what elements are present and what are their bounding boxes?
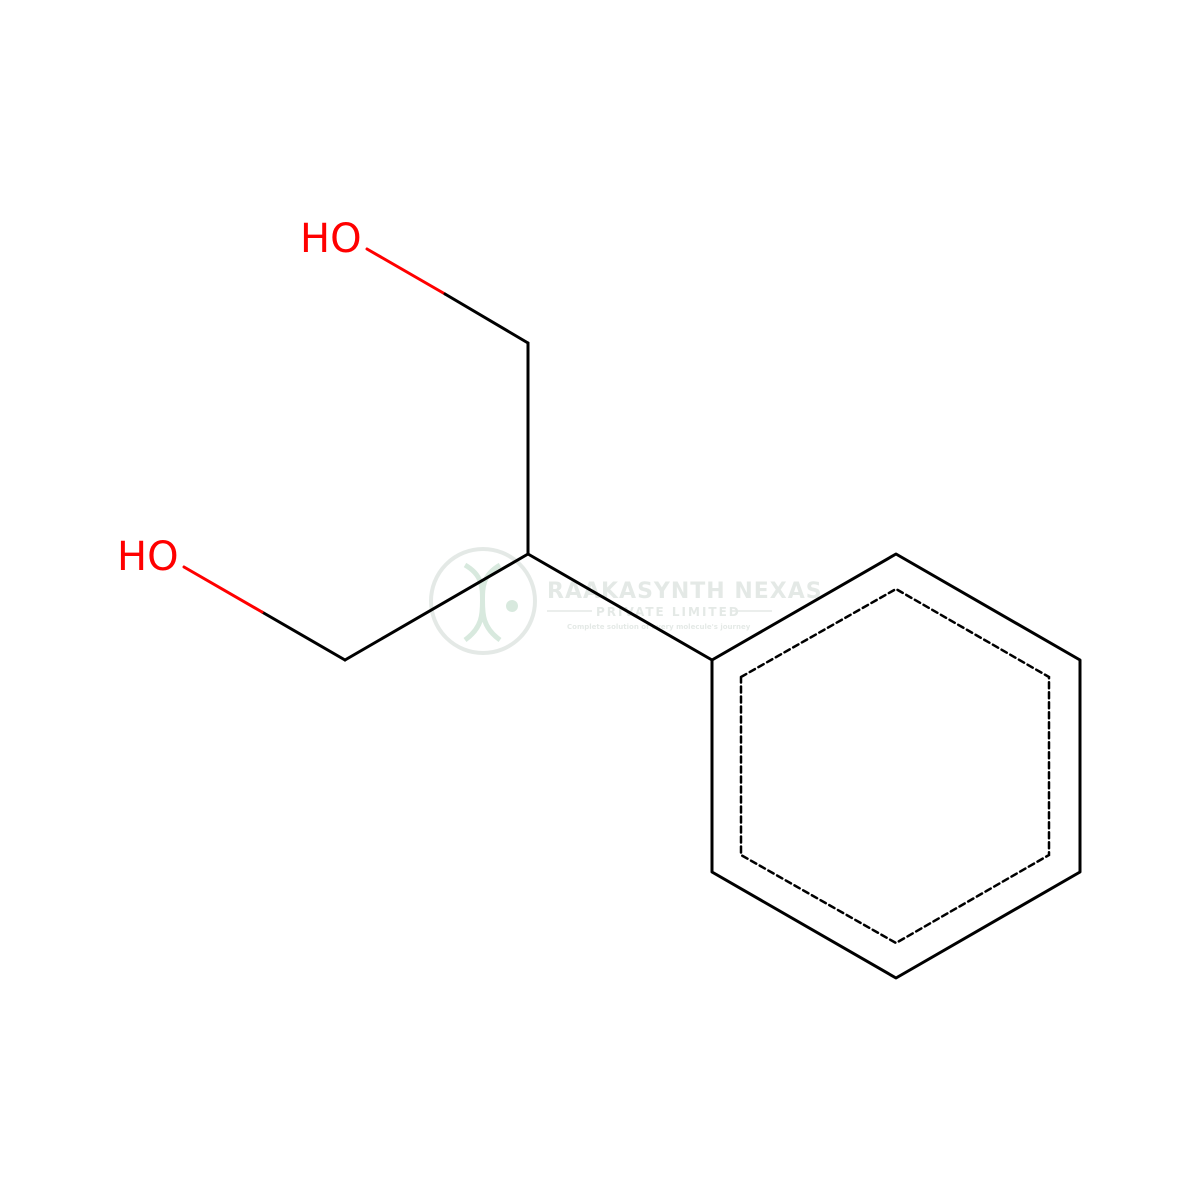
watermark-logo-icon [429, 547, 537, 655]
bond-c3-o2-red [182, 565, 264, 614]
watermark-title: RAAKASYNTH NEXAS [547, 579, 823, 604]
watermark-subtitle: PRIVATE LIMITED [596, 605, 741, 619]
bond-o1-c1-red [365, 247, 447, 296]
atom-label-oh-top: HO [300, 216, 362, 262]
benzene-ring [710, 552, 1082, 980]
bonds [182, 247, 1082, 980]
bond-c2-c3 [343, 552, 530, 662]
watermark: RAAKASYNTH NEXAS PRIVATE LIMITED Complet… [429, 547, 823, 655]
watermark-node-icon [506, 600, 518, 612]
watermark-tagline: Complete solution of every molecule's jo… [567, 623, 751, 631]
watermark-helix-icon [463, 562, 502, 643]
bond-c3-o2-black [260, 610, 347, 662]
benzene-aromatic-dashes [739, 587, 1051, 945]
atom-label-oh-bottom: HO [117, 534, 179, 580]
bond-c2-ring [526, 552, 714, 662]
bond-o1-c1-black [443, 292, 530, 345]
